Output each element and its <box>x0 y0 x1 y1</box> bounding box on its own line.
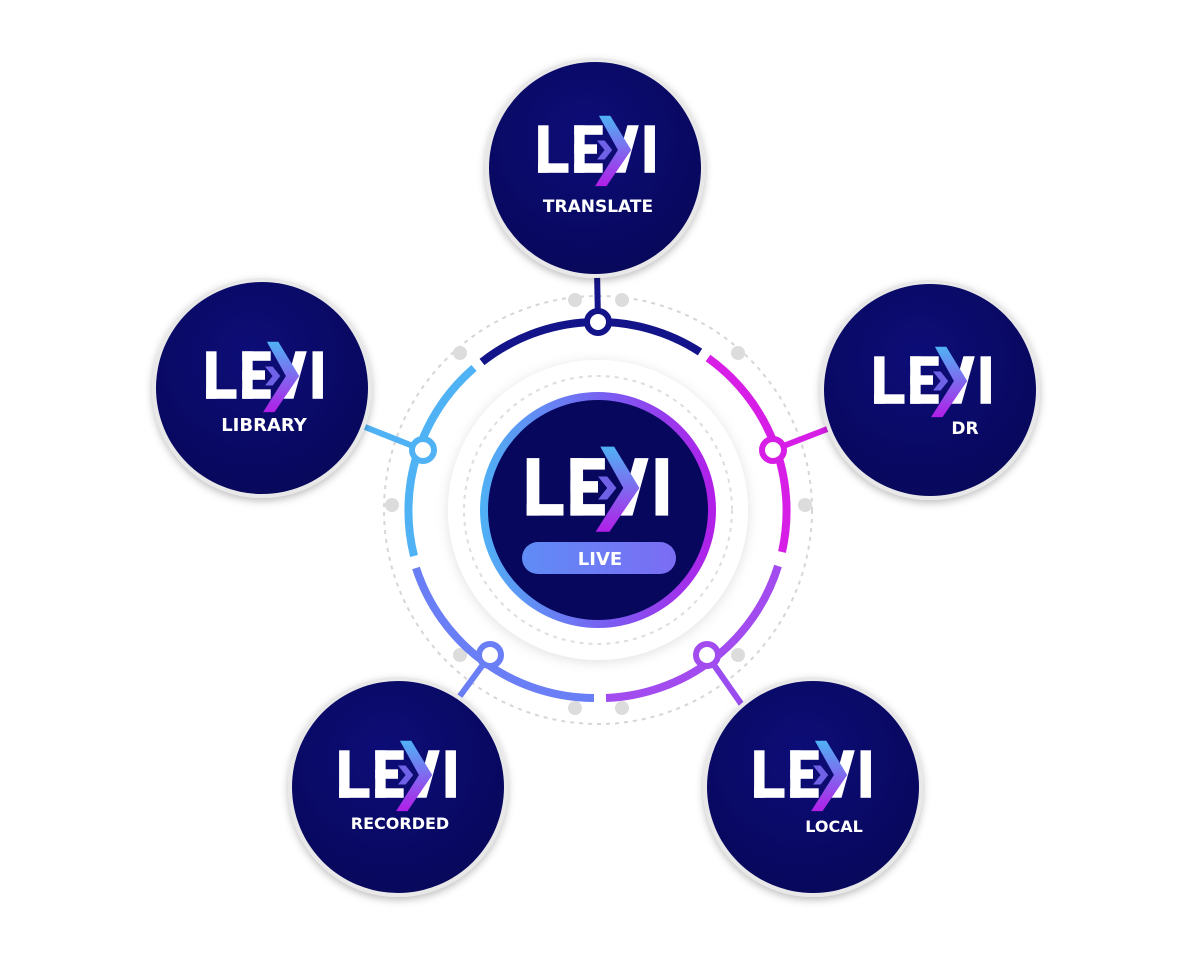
center-label: LIVE <box>578 549 622 570</box>
junction-library <box>409 436 437 464</box>
node-label: LIBRARY <box>221 415 308 436</box>
node-label: DR <box>951 419 978 439</box>
center-live-node[interactable]: LIVE <box>480 392 716 628</box>
junction-local <box>693 641 721 669</box>
node-library[interactable]: LIBRARY <box>152 278 372 498</box>
node-label: TRANSLATE <box>543 197 653 217</box>
inner-dashed-ring <box>463 375 733 645</box>
node-local[interactable]: LOCAL <box>703 677 923 897</box>
junction-recorded <box>476 641 504 669</box>
decorative-dots <box>385 293 812 715</box>
junction-translate <box>584 308 612 336</box>
junction-dr <box>759 436 787 464</box>
live-pill <box>522 542 676 574</box>
node-label: RECORDED <box>351 814 449 833</box>
node-dr[interactable]: DR <box>820 280 1040 500</box>
node-label: LOCAL <box>805 817 863 836</box>
node-translate[interactable]: TRANSLATE <box>485 58 705 278</box>
node-recorded[interactable]: RECORDED <box>288 677 508 897</box>
